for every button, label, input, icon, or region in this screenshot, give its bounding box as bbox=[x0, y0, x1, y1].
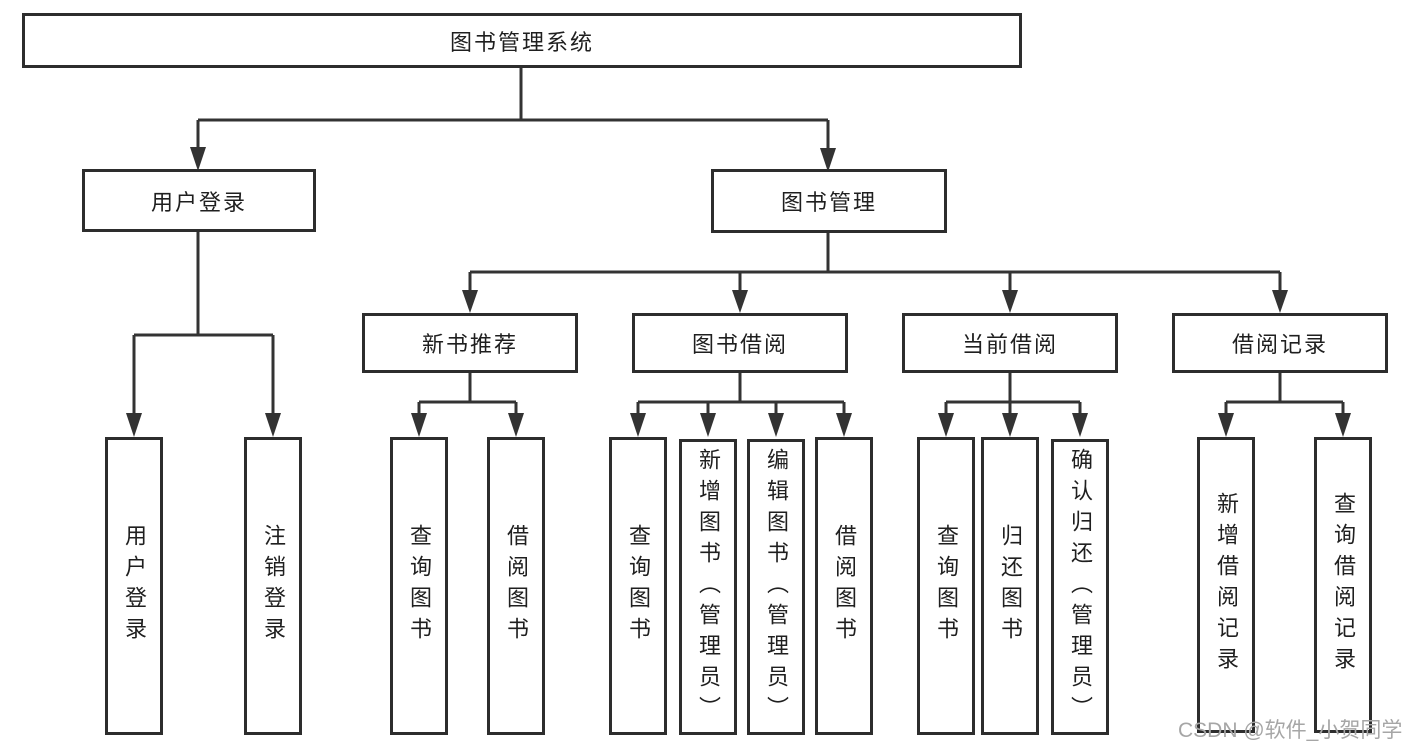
node-label: 编辑图书（管理员） bbox=[764, 447, 789, 727]
node-label: 新书推荐 bbox=[421, 332, 518, 357]
node-label: 用户登录 bbox=[122, 524, 147, 648]
leaf-borrow-books-recommend: 借阅图书 bbox=[487, 437, 545, 735]
leaf-add-books-admin: 新增图书（管理员） bbox=[679, 439, 737, 735]
node-label: 借阅图书 bbox=[504, 524, 529, 648]
arrowhead-icons bbox=[126, 147, 1351, 437]
node-book-management: 图书管理 bbox=[711, 169, 947, 233]
leaf-query-borrow-record: 查询借阅记录 bbox=[1314, 437, 1372, 733]
node-label: 用户登录 bbox=[150, 189, 247, 215]
node-user-login: 用户登录 bbox=[82, 169, 316, 232]
leaf-edit-books-admin: 编辑图书（管理员） bbox=[747, 439, 805, 735]
node-borrowing-records: 借阅记录 bbox=[1172, 313, 1388, 373]
node-label: 查询借阅记录 bbox=[1331, 492, 1356, 678]
node-label: 新增借阅记录 bbox=[1214, 492, 1239, 678]
node-label: 图书管理系统 bbox=[449, 29, 594, 55]
node-new-book-recommend: 新书推荐 bbox=[362, 313, 578, 373]
node-label: 查询图书 bbox=[934, 524, 959, 648]
node-label: 查询图书 bbox=[626, 524, 651, 648]
leaf-add-borrow-record: 新增借阅记录 bbox=[1197, 437, 1255, 733]
node-current-borrowing: 当前借阅 bbox=[902, 313, 1118, 373]
leaf-confirm-return-admin: 确认归还（管理员） bbox=[1051, 439, 1109, 735]
leaf-user-login: 用户登录 bbox=[105, 437, 163, 735]
node-label: 新增图书（管理员） bbox=[696, 447, 721, 727]
node-label: 图书借阅 bbox=[691, 332, 788, 357]
node-label: 借阅记录 bbox=[1231, 332, 1328, 357]
node-label: 图书管理 bbox=[780, 190, 877, 215]
leaf-query-books-recommend: 查询图书 bbox=[390, 437, 448, 735]
node-label: 归还图书 bbox=[998, 524, 1023, 648]
node-label: 确认归还（管理员） bbox=[1068, 447, 1093, 727]
leaf-return-books: 归还图书 bbox=[981, 437, 1039, 735]
node-label: 借阅图书 bbox=[832, 524, 857, 648]
leaf-borrow-books: 借阅图书 bbox=[815, 437, 873, 735]
leaf-logout: 注销登录 bbox=[244, 437, 302, 735]
leaf-query-books-borrow: 查询图书 bbox=[609, 437, 667, 735]
node-label: 注销登录 bbox=[261, 524, 286, 648]
node-book-borrowing: 图书借阅 bbox=[632, 313, 848, 373]
node-library-management-system: 图书管理系统 bbox=[22, 13, 1022, 68]
leaf-query-books-current: 查询图书 bbox=[917, 437, 975, 735]
node-label: 查询图书 bbox=[407, 524, 432, 648]
node-label: 当前借阅 bbox=[961, 332, 1058, 357]
csdn-watermark: CSDN @软件_小贺同学 bbox=[1178, 719, 1403, 742]
